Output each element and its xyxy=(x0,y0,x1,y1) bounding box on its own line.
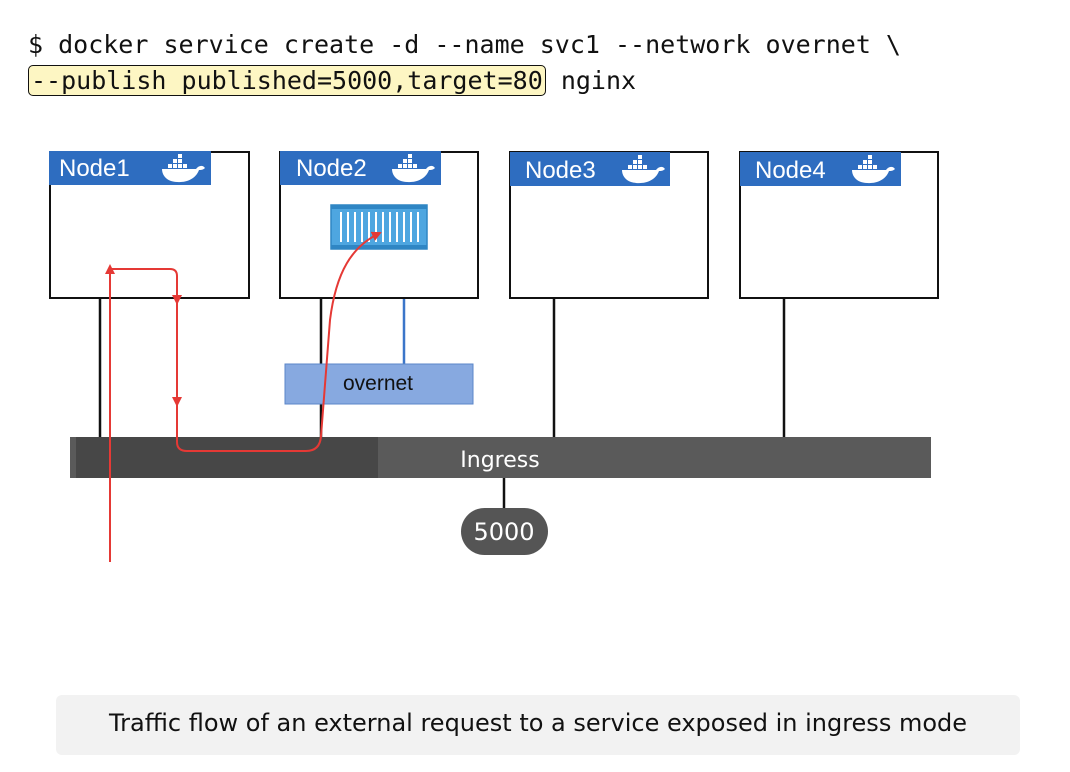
node-1: Node1 xyxy=(49,151,250,299)
caption-box: Traffic flow of an external request to a… xyxy=(56,695,1020,755)
node1-label: Node1 xyxy=(59,155,130,182)
node2-label: Node2 xyxy=(296,155,367,182)
published-port-label: 5000 xyxy=(473,518,534,546)
command-line-2: --publish published=5000,target=80 nginx xyxy=(28,65,637,96)
node-4: Node4 xyxy=(739,151,939,299)
node-2: Node2 xyxy=(279,151,479,299)
container-icon xyxy=(330,204,428,250)
ingress-label: Ingress xyxy=(460,448,539,473)
node1-redirect-arrow xyxy=(110,268,182,305)
figure-caption: Traffic flow of an external request to a… xyxy=(108,709,968,737)
node3-label: Node3 xyxy=(525,157,596,184)
ingress-traffic-highlight xyxy=(76,437,378,478)
overnet-network xyxy=(284,363,474,405)
published-port-badge xyxy=(461,508,548,555)
route-to-container-arrow xyxy=(176,231,382,452)
command-line-1: $ docker service create -d --name svc1 -… xyxy=(28,30,901,59)
node4-label: Node4 xyxy=(755,157,826,184)
publish-flag-highlight: --publish published=5000,target=80 xyxy=(28,65,546,96)
node-3: Node3 xyxy=(509,151,709,299)
traffic-flow xyxy=(105,231,382,562)
command-image-name: nginx xyxy=(560,66,637,95)
overnet-label: overnet xyxy=(343,372,413,395)
